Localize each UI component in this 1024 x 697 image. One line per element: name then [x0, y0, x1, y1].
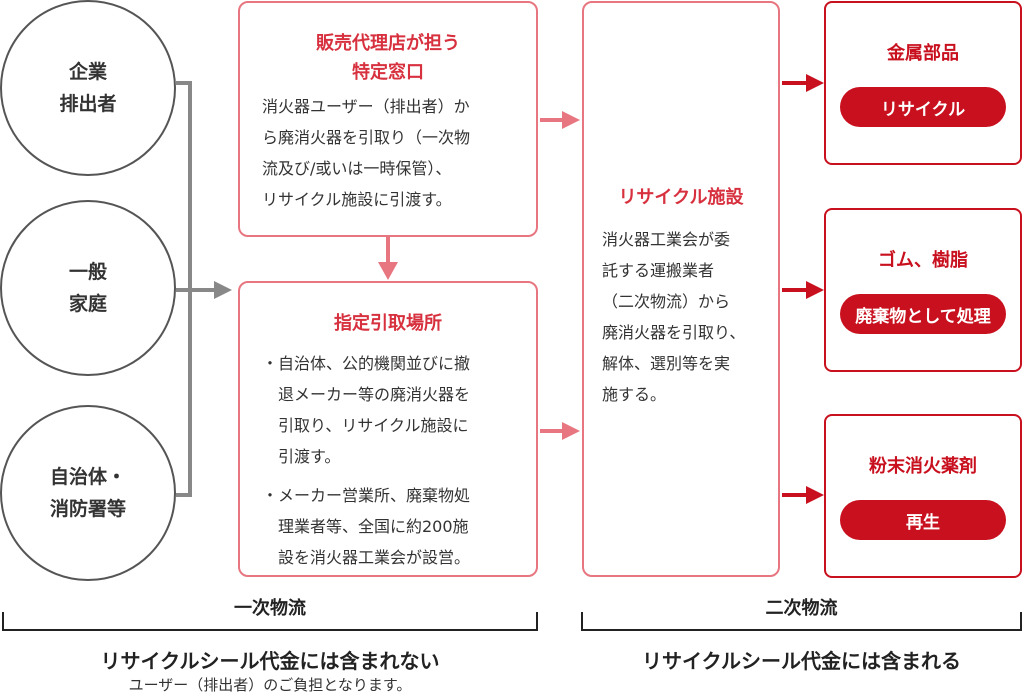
dealer-window-box: 販売代理店が担う 特定窓口 消火器ユーザー（排出者）か ら廃消火器を引取り（一次…	[238, 1, 538, 237]
output-rubber-resin-box: ゴム、樹脂 廃棄物として処理	[824, 208, 1022, 372]
pink-arrow-down-head	[378, 262, 398, 280]
output-metal-box: 金属部品 リサイクル	[824, 1, 1022, 165]
circle-company-line2: 排出者	[59, 93, 117, 115]
designated-bullet-1: ・自治体、公的機関並びに撤 退メーカー等の廃消火器を 引取り、リサイクル施設に …	[262, 348, 536, 472]
output-powder-box: 粉末消火薬剤 再生	[824, 414, 1022, 578]
designated-bullet1-line2: 退メーカー等の廃消火器を	[278, 385, 471, 404]
designated-bullet2-line3: 設を消火器工業会が設営。	[278, 548, 471, 567]
primary-bracket	[2, 612, 538, 631]
output-rubber-title: ゴム、樹脂	[878, 250, 968, 271]
recycle-box-title: リサイクル施設	[618, 187, 744, 208]
red-arrow-3-head	[806, 486, 824, 504]
circle-company-emitter: 企業 排出者	[0, 0, 176, 176]
gray-arrow-head	[214, 281, 232, 299]
recycle-box-body-line1: 消火器工業会が委	[602, 230, 731, 249]
primary-fee-subnote: ユーザー（排出者）のご負担となります。	[128, 676, 412, 694]
output-rubber-action-pill: 廃棄物として処理	[840, 294, 1006, 334]
designated-bullet1-line3: 引取り、リサイクル施設に	[278, 416, 469, 435]
designated-pickup-box: 指定引取場所 ・自治体、公的機関並びに撤 退メーカー等の廃消火器を 引取り、リサ…	[238, 281, 538, 577]
designated-box-title: 指定引取場所	[334, 313, 442, 334]
secondary-bracket	[581, 612, 1022, 631]
designated-bullet1-line1: ・自治体、公的機関並びに撤	[262, 354, 471, 373]
circle-household: 一般 家庭	[0, 200, 176, 376]
primary-logistics-label: 一次物流	[234, 598, 306, 619]
dealer-box-body-line2: ら廃消火器を引取り（一次物	[262, 128, 471, 147]
pink-arrow-right-2-head	[562, 422, 580, 440]
recycle-facility-box: リサイクル施設 消火器工業会が委 託する運搬業者 （二次物流）から 廃消火器を引…	[582, 1, 780, 577]
red-arrow-1-head	[806, 74, 824, 92]
output-metal-title: 金属部品	[887, 43, 959, 64]
designated-bullet-2: ・メーカー営業所、廃棄物処 理業者等、全国に約200施 設を消火器工業会が設営。	[262, 480, 536, 573]
recycle-box-body-line4: 廃消火器を引取り、	[602, 323, 746, 342]
dealer-box-title-line2: 特定窓口	[352, 62, 424, 83]
recycle-box-body-line2: 託する運搬業者	[602, 261, 715, 280]
pink-arrow-right-1-head	[562, 111, 580, 129]
primary-fee-note: リサイクルシール代金には含まれない	[100, 649, 440, 673]
dealer-box-title-line1: 販売代理店が担う	[316, 33, 460, 54]
red-arrow-2-head	[806, 281, 824, 299]
secondary-fee-note: リサイクルシール代金には含まれる	[642, 649, 961, 673]
circle-household-line2: 家庭	[68, 293, 107, 315]
dealer-box-body-line3: 流及び/或いは一時保管）、	[262, 159, 452, 178]
designated-bullet1-line4: 引渡す。	[278, 447, 341, 466]
recycle-box-body-line5: 解体、選別等を実	[602, 354, 731, 373]
recycle-box-body-line6: 施する。	[602, 385, 667, 404]
circle-company-line1: 企業	[68, 61, 107, 83]
circle-household-line1: 一般	[68, 261, 107, 283]
output-powder-title: 粉末消火薬剤	[869, 456, 977, 477]
circle-municipality: 自治体・ 消防署等	[0, 405, 176, 581]
designated-bullet2-line1: ・メーカー営業所、廃棄物処	[262, 486, 471, 505]
designated-bullet2-line2: 理業者等、全国に約200施	[278, 517, 469, 536]
gray-connector-bottom	[176, 290, 192, 497]
recycle-box-body-line3: （二次物流）から	[602, 292, 731, 311]
output-powder-action-pill: 再生	[840, 500, 1006, 540]
circle-municipality-line1: 自治体・	[49, 466, 126, 488]
output-metal-action-pill: リサイクル	[840, 87, 1006, 127]
dealer-box-body-line4: リサイクル施設に引渡す。	[262, 190, 452, 209]
circle-municipality-line2: 消防署等	[49, 498, 126, 520]
secondary-logistics-label: 二次物流	[765, 598, 838, 619]
gray-connector-top	[176, 81, 192, 290]
dealer-box-body-line1: 消火器ユーザー（排出者）か	[262, 97, 470, 116]
